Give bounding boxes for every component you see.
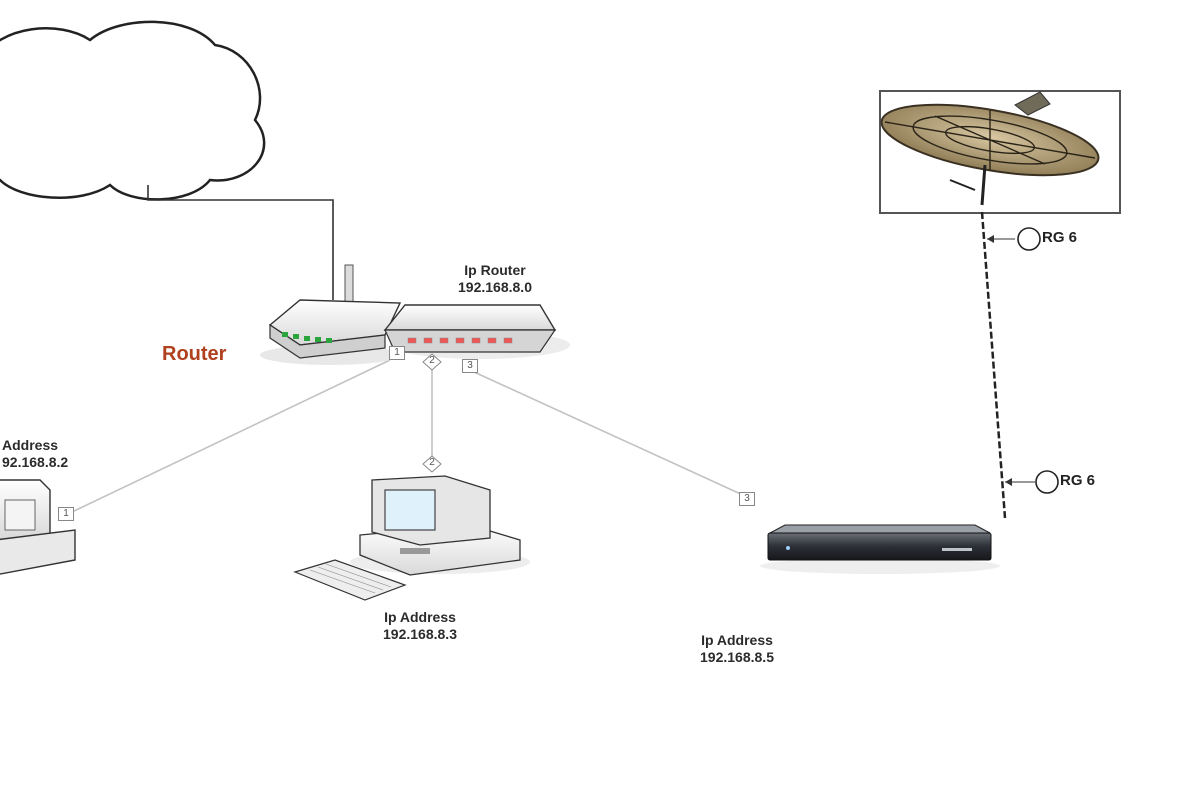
port-marker-1-bottom: 1 [58,507,74,521]
router-label: Router [162,343,227,365]
rg6-cable [980,211,1007,519]
cloud-router-link [147,185,334,300]
port-marker-2-bottom-shape [422,455,442,473]
ip-router-title: Ip Router [464,262,526,278]
pc1-ip-title: Address [2,437,59,453]
port-marker-3-bottom: 3 [739,492,755,506]
router-icon [260,264,402,365]
pc2-ip-label: Ip Address 192.168.8.3 [345,609,495,643]
port-marker-2-top-shape [422,353,442,371]
rg6-callout-upper [987,227,1041,251]
rg6-label-upper: RG 6 [1042,229,1078,246]
stb-ip-title: Ip Address [701,632,773,648]
pc1-ip-address: 92.168.8.2 [2,454,69,470]
keyboard-icon [293,559,407,601]
satellite-dish-icon [879,90,1121,214]
cloud-icon [0,20,266,201]
pc2-ip-title: Ip Address [384,609,456,625]
pc2-ip-address: 192.168.8.3 [383,626,457,642]
port-marker-3-top: 3 [462,359,478,373]
port-marker-1-top: 1 [389,346,405,360]
ip-router-label: Ip Router 192.168.8.0 [425,262,565,296]
switch-icon [383,304,570,359]
set-top-box-icon [760,524,1000,574]
desktop-computer-icon [0,479,76,575]
port-marker-2-bottom: 2 [429,457,435,468]
desktop-computer-icon [293,475,530,601]
stb-ip-address: 192.168.8.5 [700,649,774,665]
pc1-ip-label: Address 92.168.8.2 [0,437,102,471]
ip-router-address: 192.168.8.0 [458,279,532,295]
stb-ip-label: Ip Address 192.168.8.5 [662,632,812,666]
rg6-callout-lower [1005,470,1059,494]
link-pc1 [71,359,391,513]
port-marker-2-top: 2 [429,355,435,366]
rg6-label-lower: RG 6 [1060,472,1096,489]
link-stb [473,371,746,497]
